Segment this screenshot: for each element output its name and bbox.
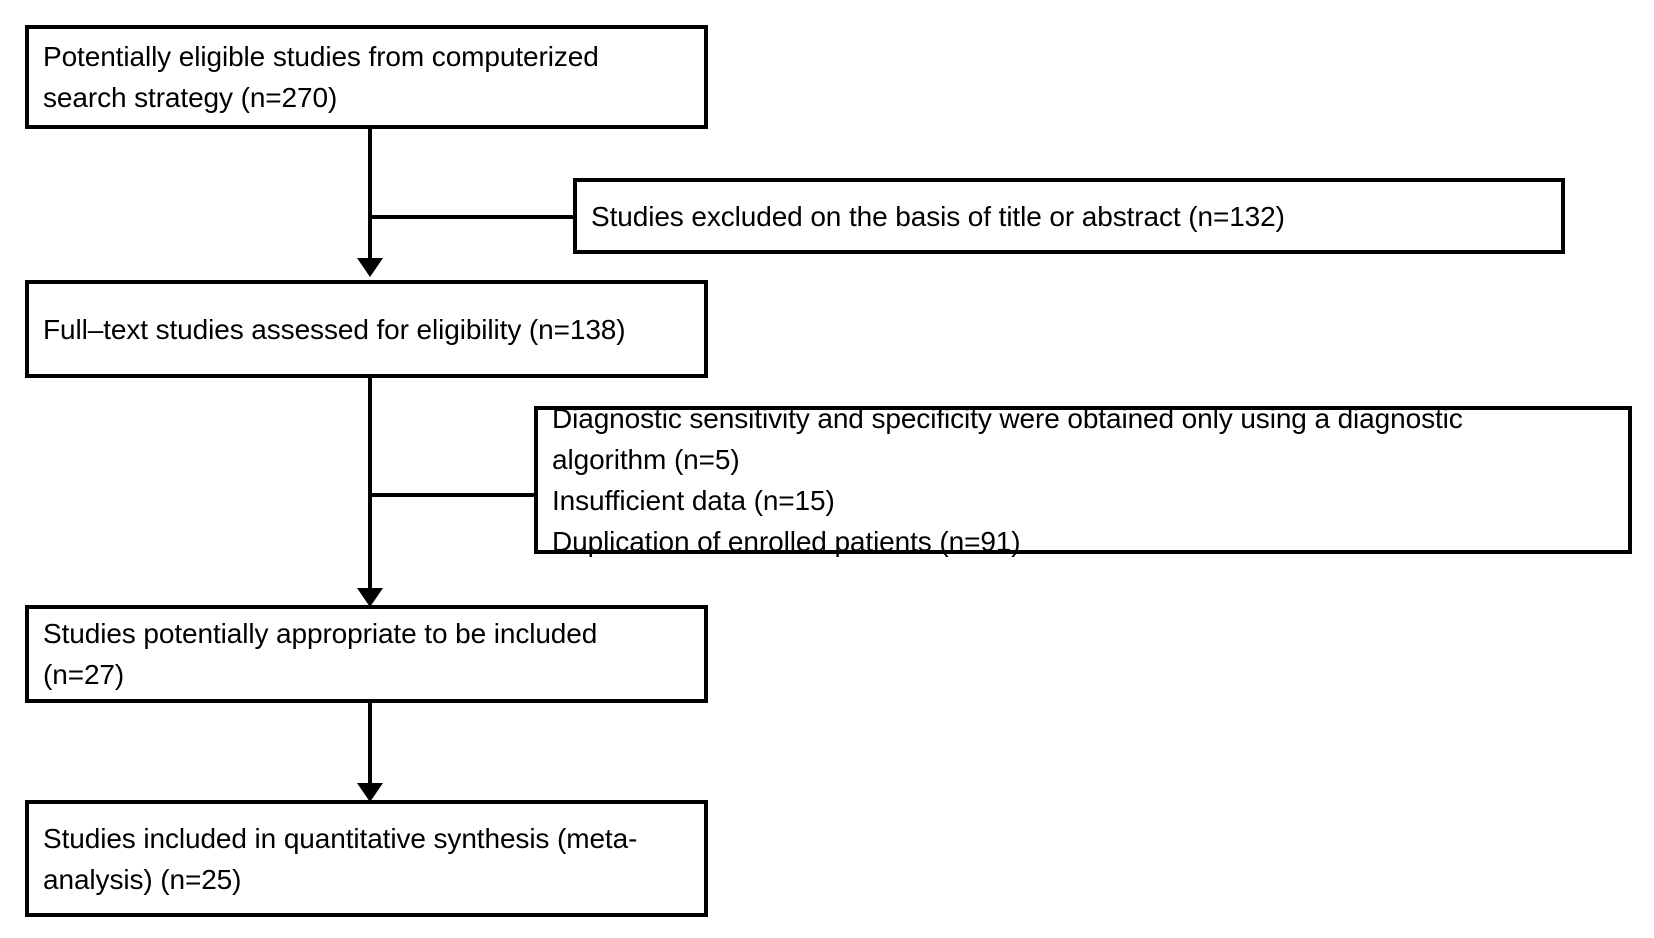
node-excluded-reasons: Diagnostic sensitivity and specificity w… [534, 403, 1632, 557]
connector-appropriate-stem [368, 651, 372, 783]
connector-branch-to-excluded-reasons [368, 493, 536, 497]
arrow-head-to-fulltext [357, 258, 383, 277]
connector-identification-stem [368, 126, 372, 258]
node-fulltext-assessed-label: Full–text studies assessed for eligibili… [43, 313, 626, 345]
node-potentially-appropriate: Studies potentially appropriate to be in… [25, 605, 708, 703]
node-excluded-reasons-label: Diagnostic sensitivity and specificity w… [552, 403, 1463, 557]
arrow-head-to-potentially-appropriate [357, 588, 383, 607]
node-included-synthesis-label: Studies included in quantitative synthes… [43, 822, 638, 895]
node-fulltext-assessed: Full–text studies assessed for eligibili… [25, 280, 708, 378]
node-identification-label: Potentially eligible studies from comput… [43, 41, 599, 113]
node-excluded-title-abstract: Studies excluded on the basis of title o… [573, 178, 1565, 254]
node-identification: Potentially eligible studies from comput… [25, 25, 708, 129]
node-included-synthesis: Studies included in quantitative synthes… [25, 800, 708, 917]
connector-branch-to-excluded-title-abstract [368, 215, 575, 219]
node-excluded-title-abstract-label: Studies excluded on the basis of title o… [591, 200, 1285, 232]
arrow-head-to-included-synthesis [357, 783, 383, 802]
node-potentially-appropriate-label: Studies potentially appropriate to be in… [43, 618, 598, 690]
connector-fulltext-stem [368, 377, 372, 588]
